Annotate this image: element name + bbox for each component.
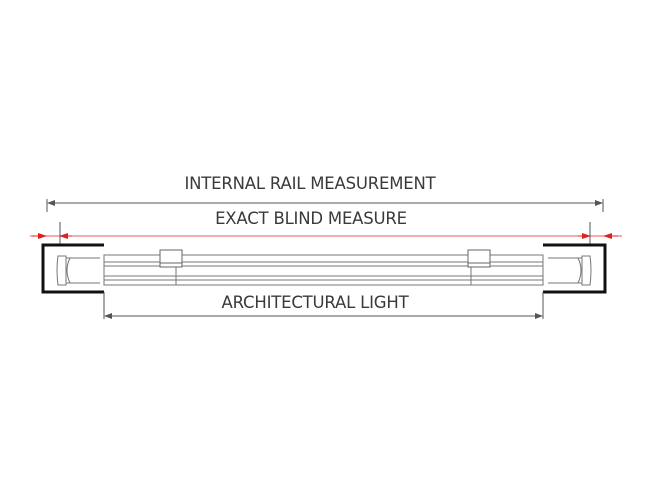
mount-bracket-right	[467, 249, 491, 268]
internal-rail-dimension: INTERNAL RAIL MEASUREMENT	[46, 174, 604, 212]
left-end-cap-inner	[66, 257, 100, 284]
architectural-light-dimension: ARCHITECTURAL LIGHT	[104, 293, 543, 319]
left-end-cap	[56, 255, 67, 286]
internal-rail-label: INTERNAL RAIL MEASUREMENT	[184, 174, 436, 193]
blind-headrail	[56, 249, 592, 286]
right-end-cap	[581, 255, 592, 286]
mount-bracket-left	[159, 249, 183, 268]
rail-body	[103, 254, 544, 286]
frame-left-bracket	[41, 243, 104, 294]
exact-blind-label: EXACT BLIND MEASURE	[215, 209, 407, 228]
frame-right-bracket	[543, 243, 607, 294]
exact-blind-dimension: EXACT BLIND MEASURE	[30, 209, 622, 244]
right-end-cap-inner	[548, 257, 582, 284]
architectural-light-label: ARCHITECTURAL LIGHT	[222, 293, 410, 312]
